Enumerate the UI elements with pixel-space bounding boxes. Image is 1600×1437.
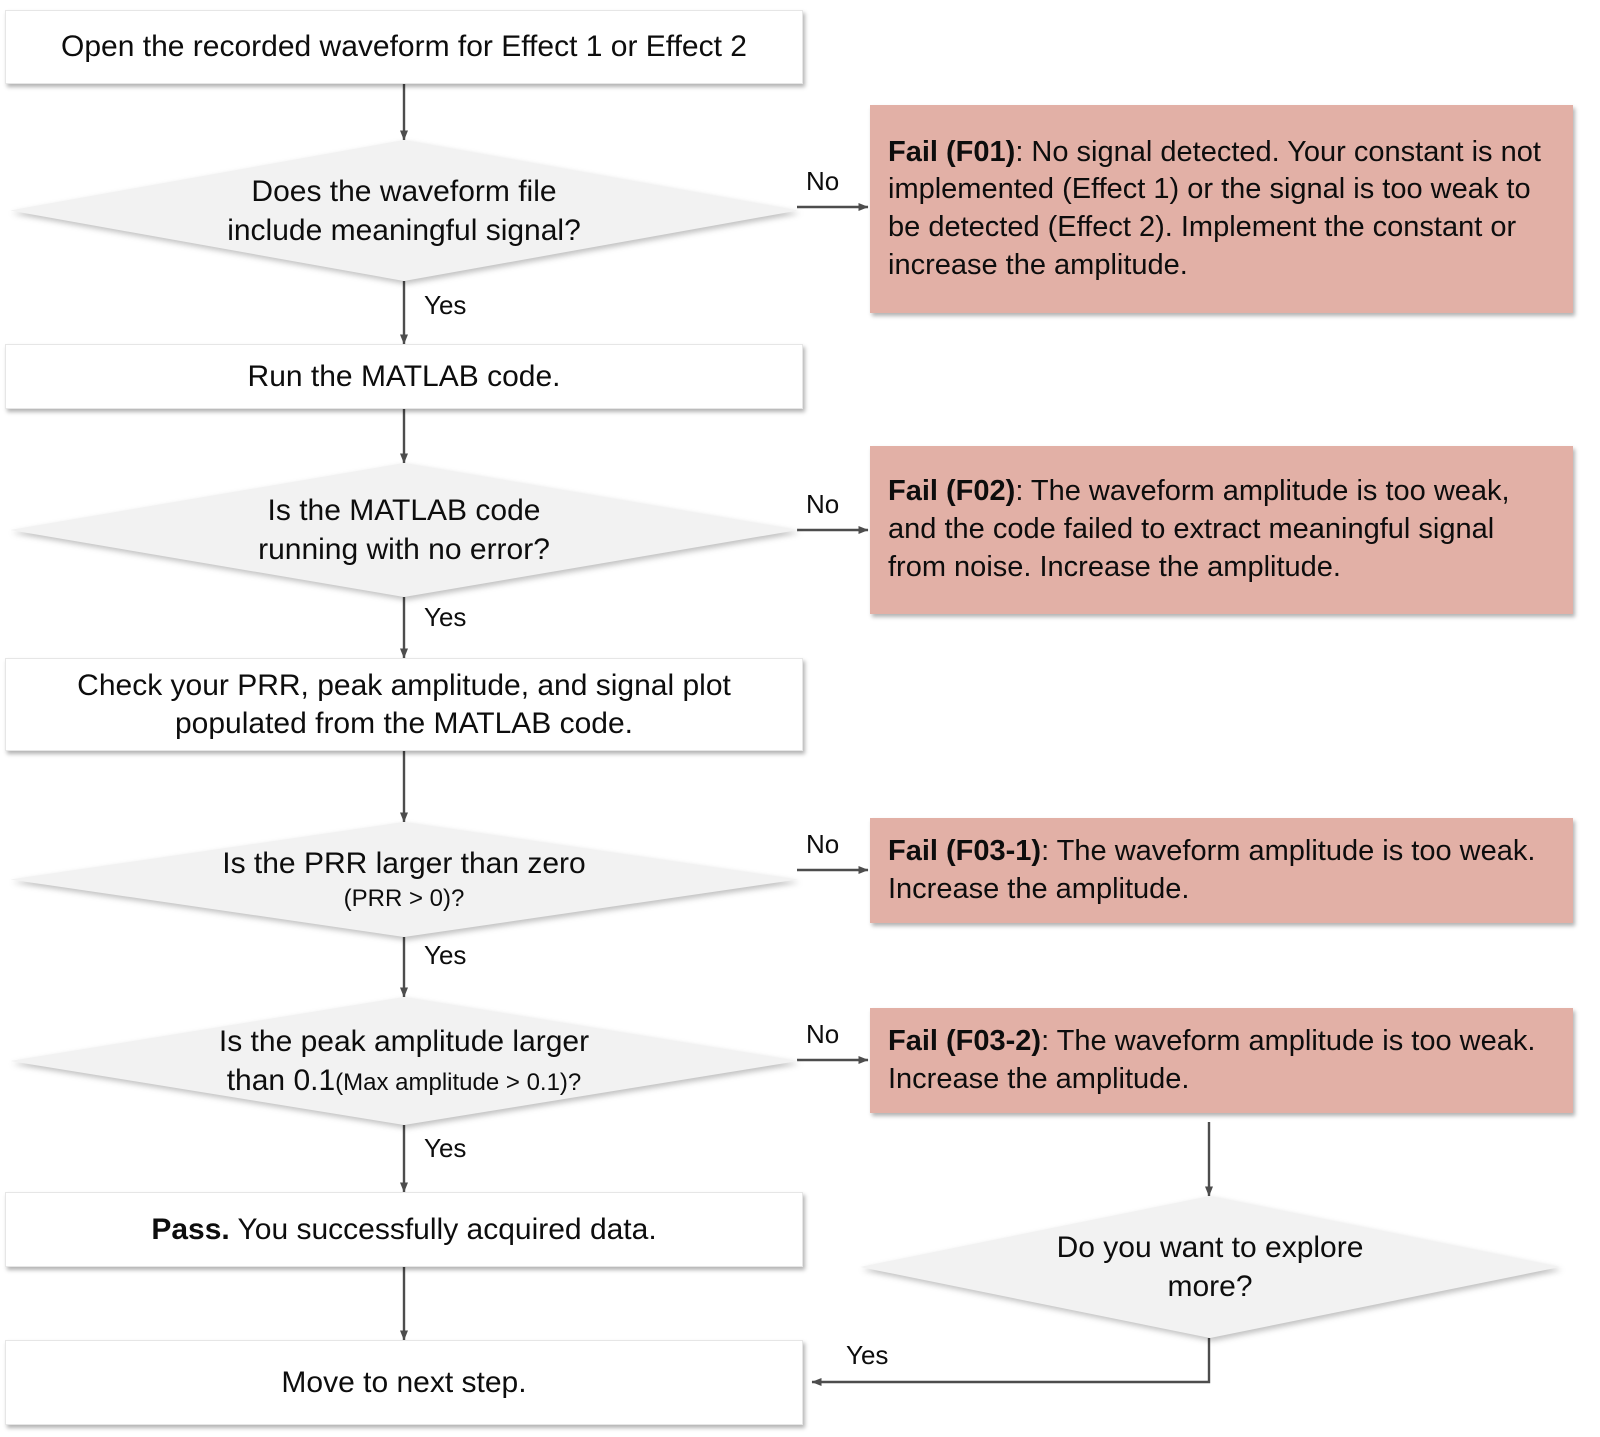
fail-f03-1-label: Fail (F03-1) xyxy=(888,834,1042,867)
edge-label-no-1: No xyxy=(806,166,840,196)
node-decision-no-error[interactable]: Is the MATLAB code running with no error… xyxy=(10,463,798,597)
node-check-prr-line1: Check your PRR, peak amplitude, and sign… xyxy=(77,669,731,702)
edge-label-yes-1: Yes xyxy=(424,290,467,320)
fail-f02-text: : The waveform amplitude is too weak, an… xyxy=(888,475,1510,583)
node-pass-label: Pass. xyxy=(151,1212,230,1246)
edge-label-yes-2: Yes xyxy=(424,602,467,632)
diamond-shape xyxy=(860,1196,1560,1338)
edge-label-no-3: No xyxy=(806,829,840,859)
node-move-next-step-text: Move to next step. xyxy=(281,1365,527,1399)
edge-label-yes-4: Yes xyxy=(424,1133,467,1163)
fail-f03-2-text: : The waveform amplitude is too weak. In… xyxy=(888,1024,1536,1095)
node-pass-text: You successfully acquired data. xyxy=(229,1212,657,1246)
node-decision-explore-more[interactable]: Do you want to explore more? xyxy=(860,1196,1560,1338)
node-check-prr[interactable]: Check your PRR, peak amplitude, and sign… xyxy=(5,658,803,751)
diamond-shape xyxy=(10,822,798,937)
node-check-prr-line2: populated from the MATLAB code. xyxy=(174,706,634,740)
edge-label-yes-3: Yes xyxy=(424,940,467,970)
node-open-waveform[interactable]: Open the recorded waveform for Effect 1 … xyxy=(5,10,803,84)
edge-label-no-2: No xyxy=(806,489,840,519)
node-open-waveform-text: Open the recorded waveform for Effect 1 … xyxy=(61,30,747,64)
diamond-shape xyxy=(10,997,798,1125)
node-fail-f03-2[interactable]: Fail (F03-2): The waveform amplitude is … xyxy=(870,1008,1573,1113)
node-move-next-step[interactable]: Move to next step. xyxy=(5,1340,803,1425)
diamond-shape xyxy=(10,140,798,281)
fail-f03-2-label: Fail (F03-2) xyxy=(888,1024,1042,1057)
edge-label-no-4: No xyxy=(806,1019,840,1049)
node-fail-f03-1[interactable]: Fail (F03-1): The waveform amplitude is … xyxy=(870,818,1573,923)
fail-f02-label: Fail (F02) xyxy=(888,475,1016,508)
node-decision-prr-gt-zero[interactable]: Is the PRR larger than zero (PRR > 0)? xyxy=(10,822,798,937)
node-pass[interactable]: Pass. You successfully acquired data. xyxy=(5,1192,803,1267)
diamond-shape xyxy=(10,463,798,597)
node-fail-f02[interactable]: Fail (F02): The waveform amplitude is to… xyxy=(870,446,1573,614)
fail-f01-text: : No signal detected. Your constant is n… xyxy=(888,135,1541,281)
node-decision-peak-amplitude[interactable]: Is the peak amplitude larger than 0.1(Ma… xyxy=(10,997,798,1125)
fail-f03-1-text: : The waveform amplitude is too weak. In… xyxy=(888,834,1536,905)
fail-f01-label: Fail (F01) xyxy=(888,135,1016,168)
node-run-matlab-text: Run the MATLAB code. xyxy=(247,359,561,393)
node-decision-meaningful-signal[interactable]: Does the waveform file include meaningfu… xyxy=(10,140,798,281)
edge-label-yes-5: Yes xyxy=(846,1340,889,1370)
node-run-matlab[interactable]: Run the MATLAB code. xyxy=(5,344,803,409)
node-fail-f01[interactable]: Fail (F01): No signal detected. Your con… xyxy=(870,105,1573,313)
